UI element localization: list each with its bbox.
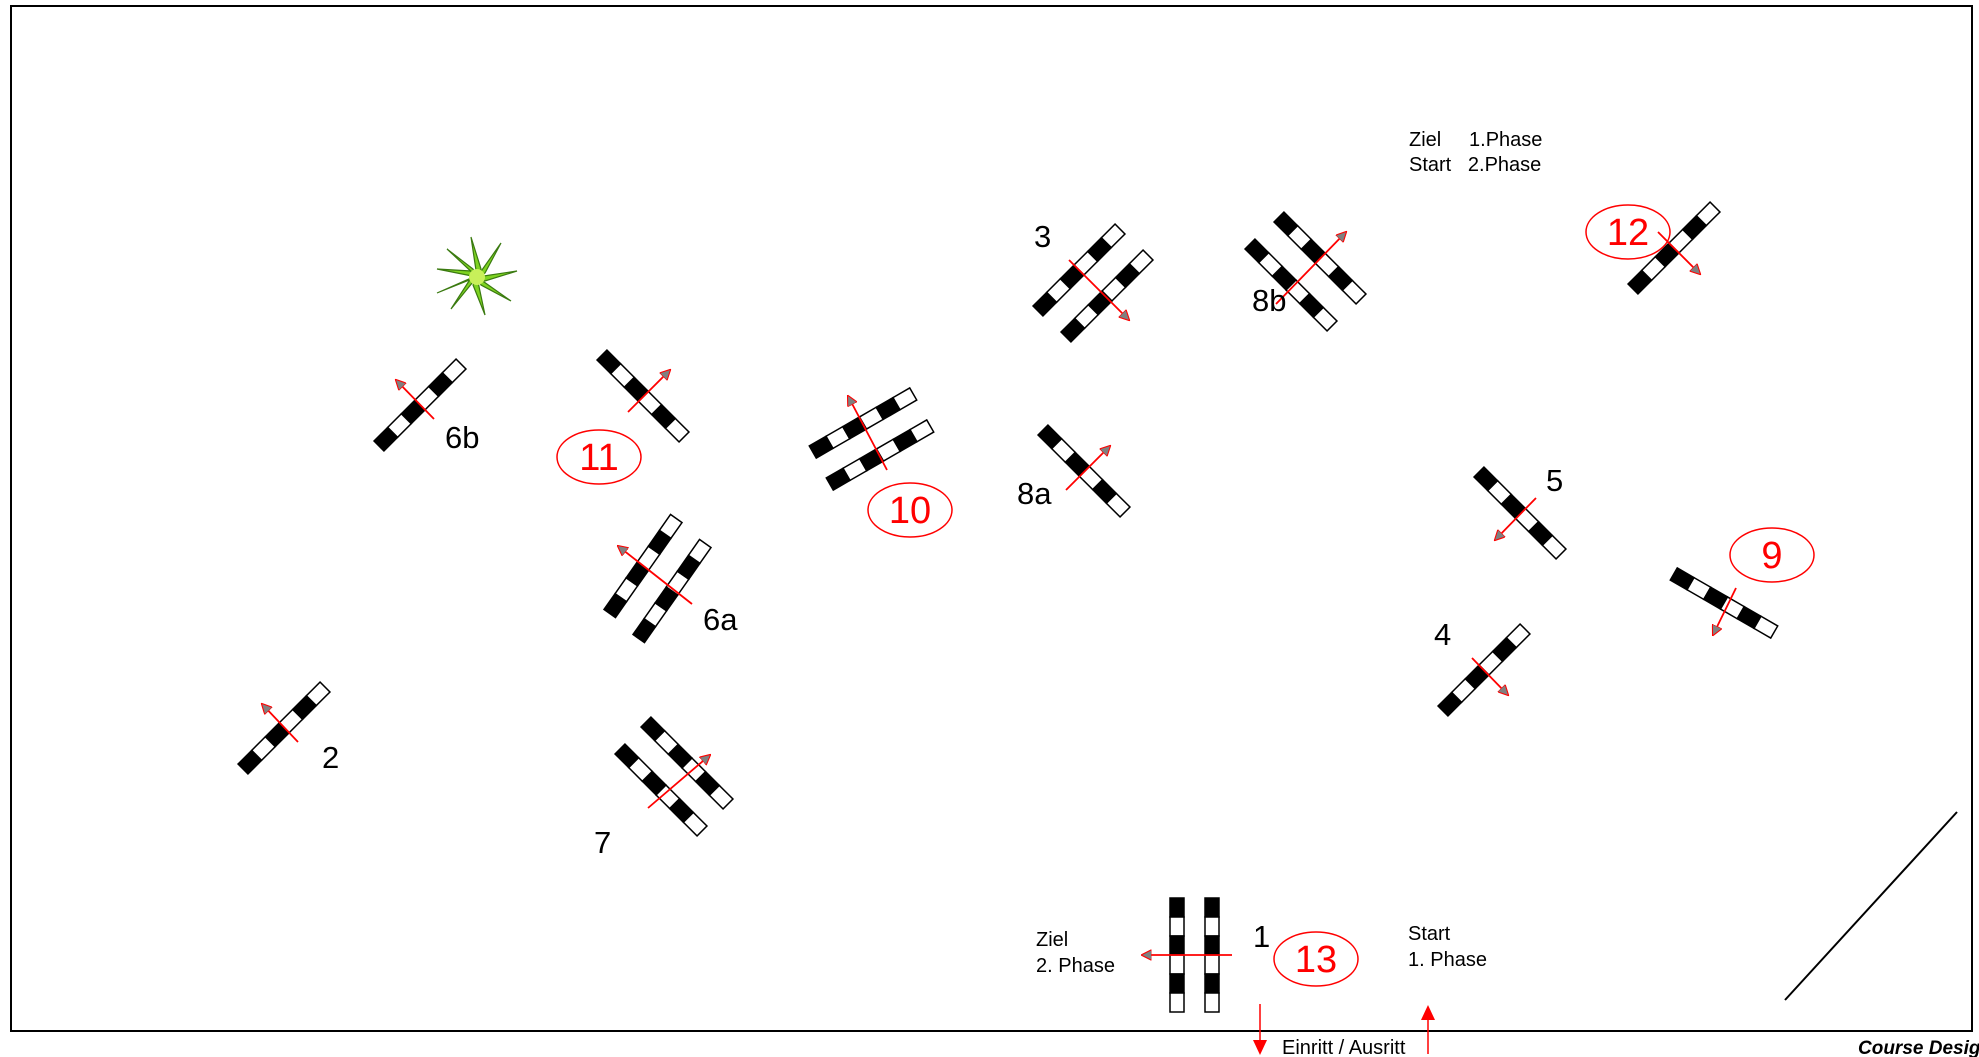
svg-text:9: 9 <box>1761 535 1782 577</box>
fence-11-direction-arrow <box>627 370 670 413</box>
note-start-bottom-2: 1. Phase <box>1408 949 1487 971</box>
fence-8b-direction-arrow <box>1275 232 1346 305</box>
fence-6b <box>372 357 468 453</box>
svg-text:11: 11 <box>579 437 618 479</box>
fence-3 <box>1031 222 1155 344</box>
fence-4-direction-arrow <box>1471 657 1508 695</box>
entry-arrow-up <box>1421 1005 1435 1054</box>
fence-2 <box>236 680 332 776</box>
note-start-bottom-1: Start <box>1408 923 1451 945</box>
fence-12 <box>1626 200 1722 296</box>
phase2-label-11: 11 <box>556 429 642 485</box>
label-8a: 8a <box>1017 476 1052 511</box>
svg-text:12: 12 <box>1607 212 1649 254</box>
fence-9 <box>1669 566 1779 640</box>
fence-4 <box>1436 622 1532 718</box>
entry-arrow-down <box>1253 1004 1267 1055</box>
label-4: 4 <box>1434 617 1451 652</box>
fence-9-direction-arrow <box>1713 587 1737 635</box>
label-3: 3 <box>1034 219 1051 254</box>
fence-12-direction-arrow <box>1657 231 1700 274</box>
note-ziel-phase1: Ziel 1.Phase <box>1409 129 1542 151</box>
fence-5 <box>1472 465 1568 561</box>
fence-8a-direction-arrow <box>1065 446 1110 491</box>
fence-10-direction-arrow <box>848 396 888 471</box>
svg-text:10: 10 <box>889 490 931 532</box>
fence-8a <box>1036 423 1132 519</box>
label-1: 1 <box>1253 919 1270 954</box>
note-ziel-bottom-2: 2. Phase <box>1036 955 1115 977</box>
label-7: 7 <box>594 825 611 860</box>
note-entry: Einritt / Ausritt <box>1282 1037 1406 1057</box>
fence-3-direction-arrow <box>1068 259 1129 320</box>
phase2-label-13: 13 <box>1273 931 1359 987</box>
fence-7-direction-arrow <box>647 755 710 809</box>
credit-text: Course Design <box>1858 1038 1979 1057</box>
fence-6a-direction-arrow <box>618 546 693 605</box>
fence-5-direction-arrow <box>1495 497 1537 540</box>
phase2-label-10: 10 <box>867 482 953 538</box>
note-ziel-bottom-1: Ziel <box>1036 929 1068 951</box>
phase2-label-12: 12 <box>1585 204 1671 260</box>
fence-10 <box>808 386 935 492</box>
fence-2-direction-arrow <box>262 704 299 743</box>
fence-7 <box>613 715 735 838</box>
fence-1 <box>1142 897 1232 1013</box>
label-6a: 6a <box>703 602 738 637</box>
label-8b: 8b <box>1252 283 1286 318</box>
fence-6b-direction-arrow <box>396 380 435 420</box>
fence-11 <box>595 348 691 444</box>
arena-border <box>10 5 1973 1032</box>
tree-icon <box>436 236 518 316</box>
label-5: 5 <box>1546 463 1563 498</box>
label-6b: 6b <box>445 420 479 455</box>
fence-6a <box>602 513 713 644</box>
fence-8b <box>1243 210 1368 333</box>
phase2-label-9: 9 <box>1729 527 1815 583</box>
svg-text:13: 13 <box>1295 939 1337 981</box>
label-2: 2 <box>322 740 339 775</box>
note-start-phase2: Start 2.Phase <box>1409 154 1541 176</box>
corner-line <box>1784 811 1958 1001</box>
